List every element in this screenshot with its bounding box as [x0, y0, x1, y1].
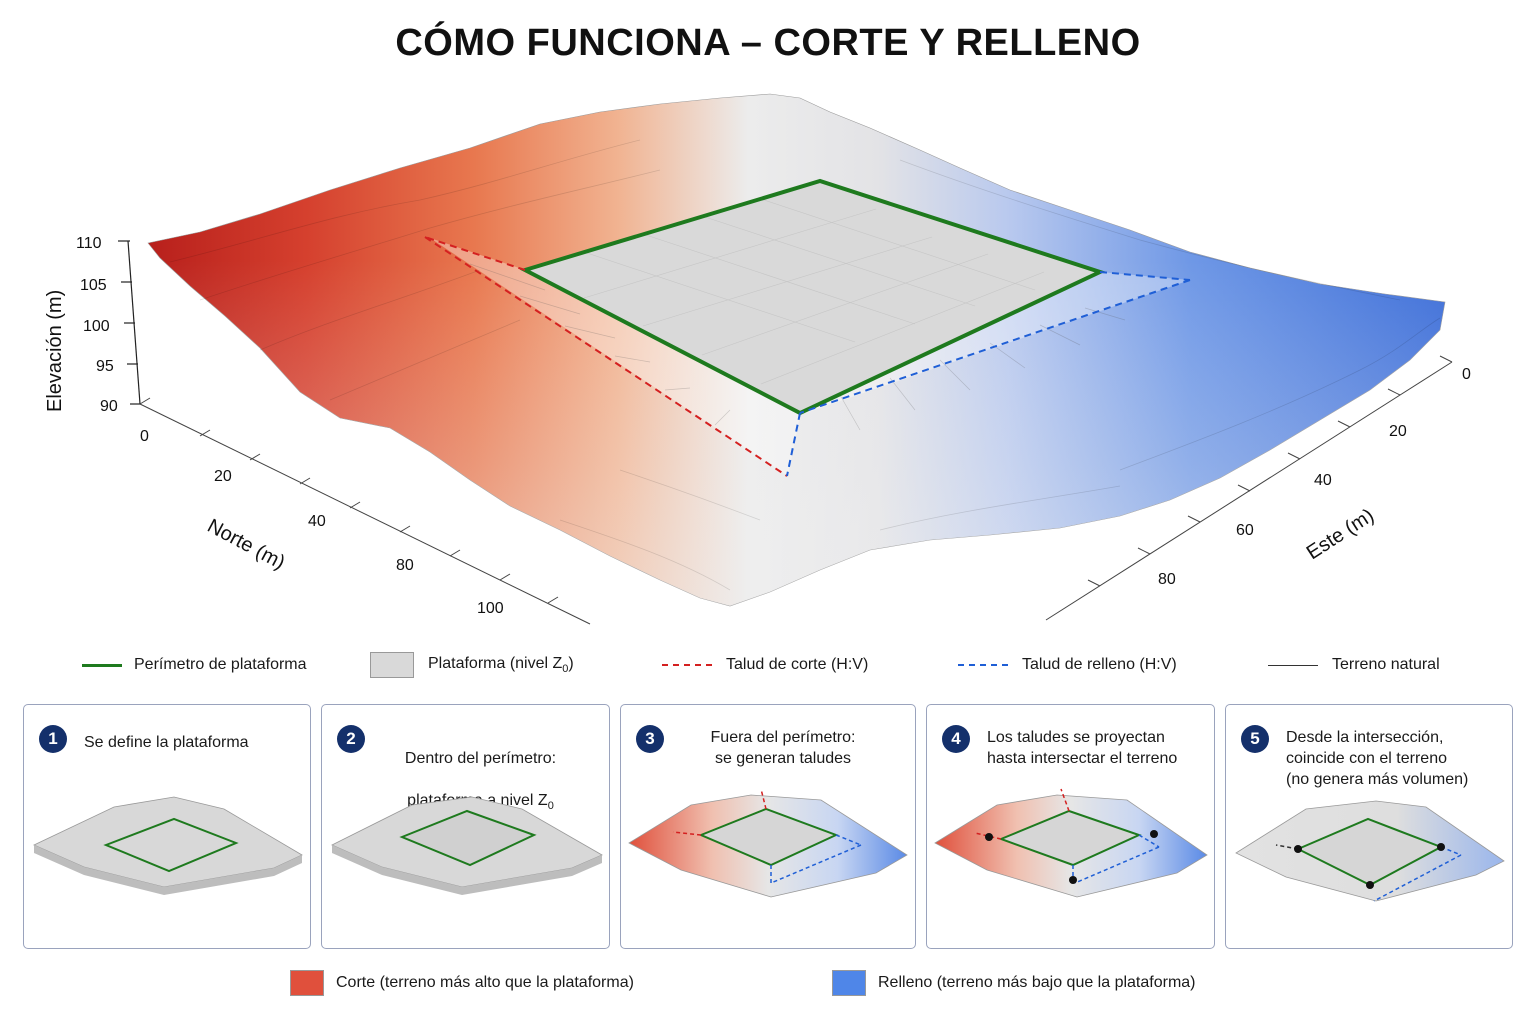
step-number-1: 1	[39, 725, 67, 753]
perimeter-swatch	[82, 663, 122, 667]
legend-terrain-label: Terreno natural	[1332, 656, 1440, 673]
page-title: CÓMO FUNCIONA – CORTE Y RELLENO	[395, 22, 1141, 64]
step-1-diagram	[33, 796, 303, 895]
z-tick-110: 110	[76, 235, 102, 252]
z-tick-105: 105	[80, 277, 107, 294]
east-tick-60: 60	[1236, 522, 1254, 539]
cut-slope-lines	[424, 236, 788, 477]
east-tick-20: 20	[1389, 423, 1407, 440]
cut-swatch	[290, 970, 324, 996]
step-panel-2: 2 Dentro del perímetro: plataforma a niv…	[321, 704, 610, 949]
step-text-4: Los taludes se proyectan hasta intersect…	[987, 729, 1178, 767]
platform-grid	[583, 198, 1045, 385]
platform-swatch	[370, 652, 414, 678]
step-4-diagram	[934, 788, 1208, 898]
legend-fill-slope-label: Talud de relleno (H:V)	[1022, 656, 1177, 673]
fill-slope-lines	[786, 271, 1191, 477]
fill-swatch	[832, 970, 866, 996]
legend-fill: Relleno (terreno más bajo que la platafo…	[832, 968, 1196, 998]
step-panel-5: 5 Desde la intersección, coincide con el…	[1225, 704, 1513, 949]
legend-terrain: Terreno natural	[1268, 650, 1440, 680]
step-number-3: 3	[636, 725, 664, 753]
east-tick-40: 40	[1314, 472, 1332, 489]
cut-slope-swatch	[662, 664, 712, 666]
north-tick-40: 40	[308, 513, 326, 530]
terrain-contours	[169, 139, 1441, 591]
step-panel-4: 4 Los taludes se proyectan hasta interse…	[926, 704, 1215, 949]
east-axis-label: Este (m)	[1303, 505, 1378, 565]
step-5-diagram	[1235, 800, 1505, 902]
north-tick-100: 100	[477, 600, 504, 617]
platform-surface	[525, 181, 1100, 413]
legend-cut-slope: Talud de corte (H:V)	[662, 650, 868, 680]
north-tick-0: 0	[140, 428, 149, 445]
legend-fill-label: Relleno (terreno más bajo que la platafo…	[878, 974, 1196, 991]
z-tick-100: 100	[83, 318, 110, 335]
north-axis	[139, 397, 591, 625]
z-axis-label: Elevación (m)	[44, 290, 66, 412]
terrain-swatch	[1268, 664, 1318, 666]
step-number-2: 2	[337, 725, 365, 753]
z-tick-90: 90	[100, 398, 118, 415]
step-number-5: 5	[1241, 725, 1269, 753]
legend-cut-slope-label: Talud de corte (H:V)	[726, 656, 869, 673]
east-axis	[1045, 355, 1453, 621]
z-axis	[118, 240, 141, 405]
fill-slope-swatch	[958, 664, 1008, 666]
step-text-5: Desde la intersección, coincide con el t…	[1286, 729, 1469, 788]
legend-perimeter-label: Perímetro de plataforma	[134, 656, 307, 673]
east-tick-0: 0	[1462, 366, 1471, 383]
east-tick-80: 80	[1158, 571, 1176, 588]
legend-fill-slope: Talud de relleno (H:V)	[958, 650, 1177, 680]
north-tick-20: 20	[214, 468, 232, 485]
z-tick-95: 95	[96, 358, 114, 375]
step-text-3: Fuera del perímetro: se generan taludes	[710, 729, 856, 767]
step-text-1: Se define la plataforma	[84, 734, 249, 751]
step-number-4: 4	[942, 725, 970, 753]
north-axis-label: Norte (m)	[204, 515, 289, 574]
legend-cut-label: Corte (terreno más alto que la plataform…	[336, 974, 634, 991]
step-panel-3: 3 Fuera del perímetro: se generan talude…	[620, 704, 916, 949]
terrain-3d-plot: 110 105 100 95 90 0 20 40 80 100 0 20 40…	[44, 93, 1471, 625]
step-3-diagram	[628, 788, 908, 898]
step-2-diagram	[331, 796, 603, 895]
step-panel-1: 1 Se define la plataforma	[23, 704, 311, 949]
legend-platform: Plataforma (nivel Z0)	[370, 650, 574, 680]
legend: Perímetro de plataforma Plataforma (nive…	[0, 650, 1536, 680]
cut-fill-legend: Corte (terreno más alto que la plataform…	[0, 968, 1536, 998]
legend-perimeter: Perímetro de plataforma	[82, 650, 307, 680]
legend-platform-label: Plataforma (nivel Z0)	[428, 654, 574, 676]
north-tick-80: 80	[396, 557, 414, 574]
legend-cut: Corte (terreno más alto que la plataform…	[290, 968, 634, 998]
